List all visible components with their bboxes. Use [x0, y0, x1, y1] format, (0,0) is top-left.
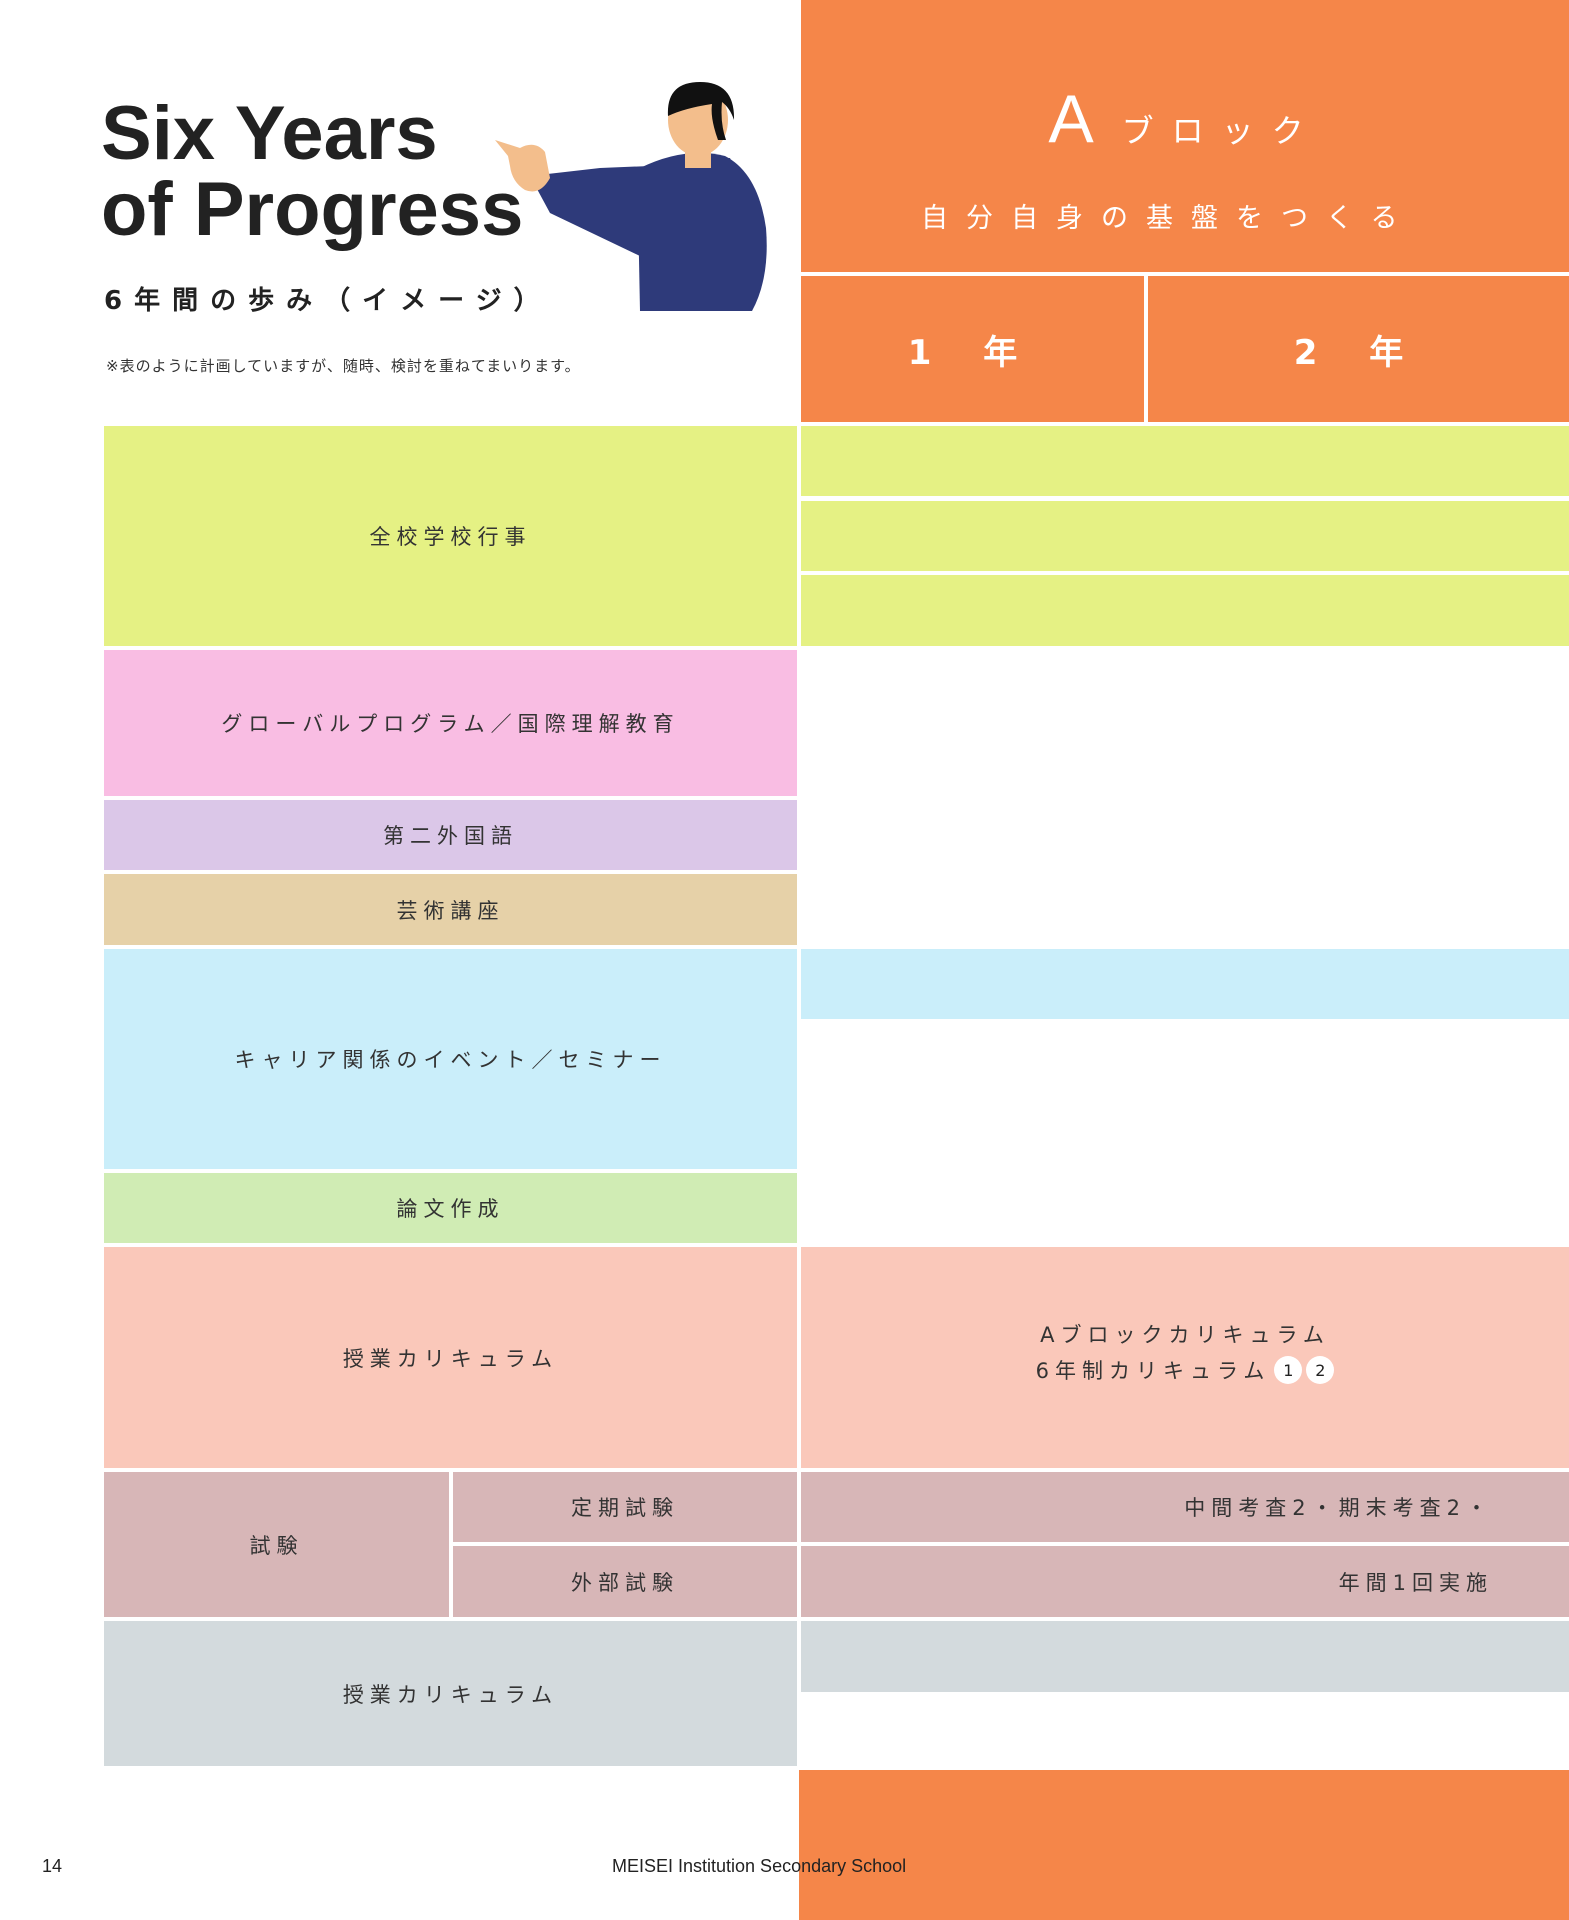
row-label-thesis: 論文作成 — [104, 1173, 797, 1243]
badge-2: 2 — [1306, 1356, 1335, 1384]
curriculum-line1: Aブロックカリキュラム — [1040, 1323, 1330, 1347]
block-subtitle: 自分自身の基盤をつくる — [921, 203, 1416, 234]
row-label-curriculum-2: 授業カリキュラム — [104, 1621, 797, 1766]
school-events-bar-2 — [801, 501, 1569, 571]
career-events-bar — [801, 949, 1569, 1019]
regular-exams-content: 中間考査2・期末考査2・ — [801, 1472, 1569, 1542]
row-label-curriculum: 授業カリキュラム — [104, 1247, 797, 1468]
row-label-school-events: 全校学校行事 — [104, 426, 797, 646]
page-number: 14 — [42, 1856, 63, 1876]
row-label-exams: 試験 — [104, 1472, 449, 1617]
page-title-line2: of Progress — [101, 167, 524, 252]
page-note: ※表のように計画していますが、随時、検討を重ねてまいります。 — [106, 357, 581, 375]
row-label-career-events: キャリア関係のイベント／セミナー — [104, 949, 797, 1169]
year-header-2: 2 年 — [1148, 276, 1569, 422]
external-exams-content: 年間1回実施 — [801, 1546, 1569, 1617]
block-letter: A — [1048, 81, 1094, 157]
row-label-global-program: グローバルプログラム／国際理解教育 — [104, 650, 797, 796]
curriculum-line2-row: 6年制カリキュラム 1 2 — [801, 1355, 1569, 1385]
teacher-illustration — [495, 82, 767, 311]
badge-1: 1 — [1274, 1356, 1303, 1384]
curriculum-2-bar — [801, 1621, 1569, 1692]
page-subtitle: 6年間の歩み（イメージ） — [104, 286, 552, 316]
external-exams-text: 年間1回実施 — [1338, 1570, 1493, 1595]
block-word: ブロック — [1121, 112, 1322, 150]
bottom-orange-block — [799, 1770, 1569, 1920]
row-label-regular-exams: 定期試験 — [453, 1472, 797, 1542]
row-label-arts-course: 芸術講座 — [104, 874, 797, 945]
row-label-second-language: 第二外国語 — [104, 800, 797, 870]
page-title-line1: Six Years — [101, 91, 438, 176]
block-header: A ブロック 自分自身の基盤をつくる — [801, 0, 1569, 272]
regular-exams-text: 中間考査2・期末考査2・ — [1184, 1496, 1493, 1520]
footer-school-name: MEISEI Institution Secondary School — [612, 1856, 907, 1876]
year-header-1: 1 年 — [801, 276, 1144, 422]
row-label-external-exams: 外部試験 — [453, 1546, 797, 1617]
curriculum-content: Aブロックカリキュラム 6年制カリキュラム 1 2 — [801, 1247, 1569, 1468]
school-events-bar-3 — [801, 575, 1569, 646]
curriculum-line2: 6年制カリキュラム — [1035, 1359, 1271, 1383]
school-events-bar-1 — [801, 426, 1569, 496]
